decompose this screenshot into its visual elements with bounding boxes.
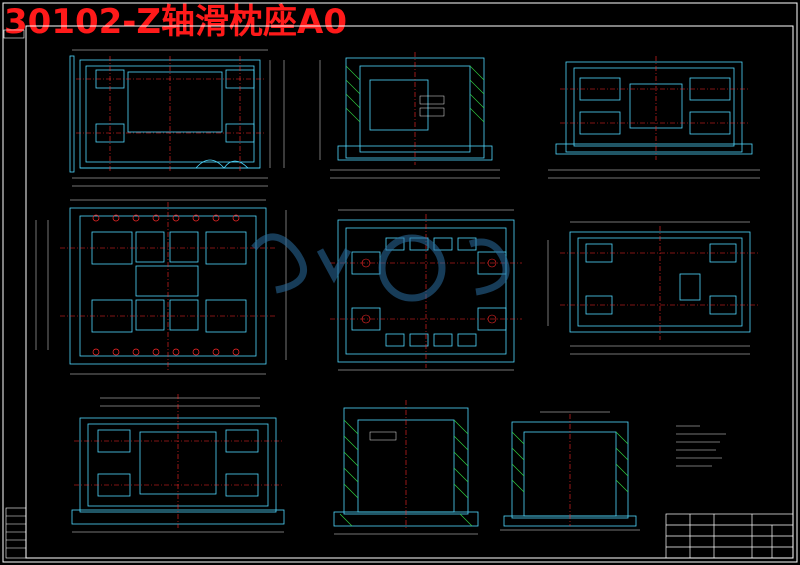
drawing-title: 30102-Z轴滑枕座A0 [4, 2, 348, 42]
view-middle-left-plan [35, 199, 287, 375]
view-top-left-centerlines [76, 56, 264, 172]
view-bottom-center-hatch [339, 419, 473, 527]
view-top-center-hatch [345, 65, 485, 123]
rabbit-logo-watermark [251, 233, 510, 302]
view-middle-right-plan [547, 221, 751, 355]
view-middle-left-holes [92, 214, 240, 356]
sheet-inner-border [25, 25, 794, 559]
technical-notes-block [676, 425, 726, 467]
view-top-left-plan [69, 49, 285, 187]
revision-table-left [5, 507, 27, 559]
view-top-right-elevation [548, 61, 760, 179]
view-top-center-section [319, 57, 500, 179]
title-block [665, 513, 794, 559]
corner-stamp [3, 29, 25, 39]
